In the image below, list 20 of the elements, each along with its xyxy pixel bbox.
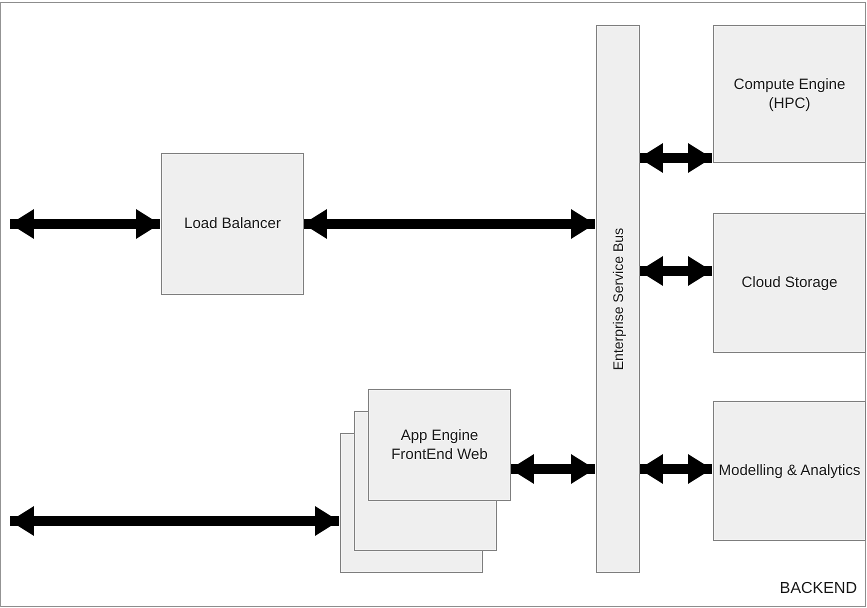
frame-label: BACKEND [778, 579, 858, 600]
box-label: Compute Engine (HPC) [732, 74, 846, 114]
component-box [713, 25, 866, 163]
box-label: Modelling & Analytics [718, 461, 862, 482]
component-box [713, 213, 866, 353]
double-arrow [639, 256, 712, 286]
double-arrow [10, 209, 160, 239]
double-arrow [510, 454, 595, 484]
component-box [161, 153, 304, 295]
component-box [713, 401, 866, 541]
double-arrow [639, 454, 712, 484]
box-label: App Engine FrontEnd Web [390, 426, 489, 465]
double-arrow [303, 209, 595, 239]
double-arrow [10, 506, 339, 536]
bus-bar [596, 25, 640, 573]
stacked-cards [340, 389, 511, 573]
double-arrow [639, 143, 712, 173]
box-label: Cloud Storage [740, 273, 838, 294]
box-label: Enterprise Service Bus [608, 226, 627, 372]
box-label: Load Balancer [183, 214, 282, 234]
